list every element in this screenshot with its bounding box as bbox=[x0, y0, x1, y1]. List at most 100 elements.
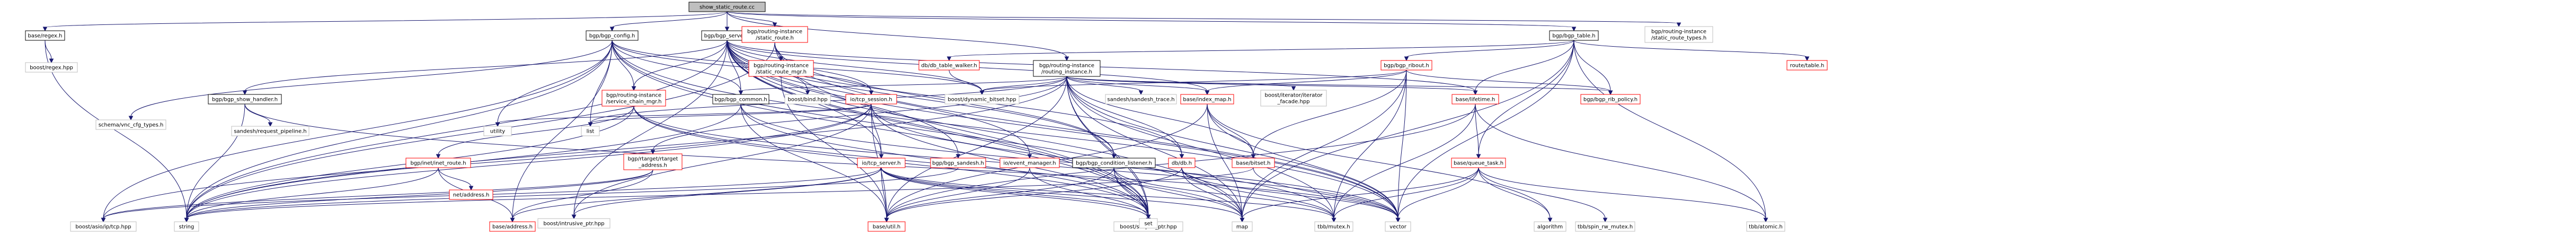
edge-routing_instance_h-to-db_db_h bbox=[1066, 76, 1184, 159]
node-box bbox=[1072, 158, 1156, 168]
node-label: bgp/bgp_server.h bbox=[704, 33, 750, 39]
node-box bbox=[712, 94, 769, 105]
edge-tcp_server_h-to-intrusive_ptr bbox=[571, 167, 882, 220]
node-label: sandesh/sandesh_trace.h bbox=[1107, 97, 1174, 103]
node-box bbox=[586, 30, 639, 41]
node-bgp-table-h[interactable]: bgp/bgp_table.h bbox=[1549, 30, 1599, 41]
edge-bgp_config_h-to-schema_vnc bbox=[128, 40, 613, 121]
node-label: bgp/bgp_sandesh.h bbox=[932, 161, 984, 167]
node-bgp-inet-route-h[interactable]: bgp/inet/inet_route.h bbox=[405, 158, 471, 168]
node-utility: utility bbox=[483, 126, 512, 136]
node-bgp-sandesh-h[interactable]: bgp/bgp_sandesh.h bbox=[930, 158, 986, 168]
node-base-util-h[interactable]: base/util.h bbox=[867, 221, 906, 232]
node-base-regex-h[interactable]: base/regex.h bbox=[25, 30, 65, 41]
edge-base_queue_task_h-to-tbb_mutex bbox=[1331, 167, 1479, 223]
edge-root-to-routing_instance_h bbox=[727, 11, 1069, 62]
node-root[interactable]: show_static_route.cc bbox=[688, 2, 766, 12]
node-static-route-h[interactable]: bgp/routing-instance/static_route.h bbox=[741, 26, 808, 43]
node-label: bgp/routing-instance/static_route_mgr.h bbox=[754, 63, 809, 75]
node-box bbox=[1786, 60, 1828, 71]
node-base-index-map-h[interactable]: base/index_map.h bbox=[1180, 94, 1234, 105]
edge-db_table_walker_h-to-dynamic_bitset bbox=[949, 69, 985, 95]
edge-root-to-bgp_server_h bbox=[724, 12, 730, 32]
edge-tcp_session_h-to-utility bbox=[495, 103, 872, 127]
node-box bbox=[1644, 26, 1713, 43]
edge-base_queue_task_h-to-tbb_atomic bbox=[1478, 167, 1768, 223]
node-intrusive-ptr: boost/intrusive_ptr.hpp bbox=[537, 218, 610, 229]
node-label: base/lifetime.h bbox=[1456, 97, 1495, 103]
node-box bbox=[1451, 94, 1499, 105]
edge-service_chain_mgr_h-to-bgp_inet_route_h bbox=[436, 106, 634, 159]
node-net-address-h[interactable]: net/address.h bbox=[449, 189, 493, 200]
edge-base_queue_task_h-to-algorithm bbox=[1478, 167, 1553, 223]
node-label: base/util.h bbox=[873, 224, 901, 230]
node-bgp-rib-policy-h[interactable]: bgp/bgp_rib_policy.h bbox=[1580, 94, 1641, 105]
node-base-queue-task-h[interactable]: base/queue_task.h bbox=[1451, 158, 1506, 168]
node-service-chain-mgr-h[interactable]: bgp/routing-instance/service_chain_mgr.h bbox=[601, 90, 666, 107]
node-box bbox=[857, 158, 906, 168]
node-boost-bind: boost/bind.hpp bbox=[784, 94, 831, 105]
edge-db_db_h-to-base_util_h bbox=[884, 167, 1182, 223]
node-label: io/tcp_session.h bbox=[850, 97, 892, 103]
node-target-address-h[interactable]: bgp/rtarget/rtarget_address.h bbox=[623, 153, 683, 170]
node-bgp-config-h[interactable]: bgp/bgp_config.h bbox=[586, 30, 639, 41]
node-label: db/db.h bbox=[1172, 161, 1192, 167]
edge-target_address_h-to-string bbox=[184, 169, 653, 223]
node-bgp-condition-listener-h[interactable]: bgp/bgp_condition_listener.h bbox=[1072, 158, 1156, 168]
node-base-address-h[interactable]: base/address.h bbox=[489, 221, 536, 232]
edge-tcp_server_h-to-scoped_ptr bbox=[881, 167, 1151, 223]
node-label: db/db_table_walker.h bbox=[921, 63, 977, 69]
edge-routing_instance_h-to-base_bitset_h bbox=[1066, 76, 1256, 159]
node-base-lifetime-h[interactable]: base/lifetime.h bbox=[1451, 94, 1499, 105]
edge-bgp_common_h-to-vector bbox=[740, 103, 1401, 223]
node-label: bgp/bgp_common.h bbox=[714, 97, 767, 103]
node-label: sandesh/request_pipeline.h bbox=[234, 129, 306, 135]
node-bgp-common-h[interactable]: bgp/bgp_common.h bbox=[712, 94, 769, 105]
edge-base_lifetime_h-to-tbb_atomic bbox=[1475, 103, 1768, 223]
edge-root-to-static_route_h bbox=[727, 11, 777, 28]
node-label: net/address.h bbox=[453, 193, 490, 198]
node-base-bitset-h[interactable]: base/bitset.h bbox=[1232, 158, 1275, 168]
node-box bbox=[1232, 221, 1253, 232]
node-box bbox=[1575, 221, 1635, 232]
node-event-manager-h[interactable]: io/event_manager.h bbox=[999, 158, 1060, 168]
edge-bgp_config_h-to-asio_ip_tcp bbox=[101, 40, 613, 223]
node-box bbox=[1580, 94, 1641, 105]
node-box bbox=[1746, 221, 1785, 232]
edge-base_queue_task_h-to-tbb_spin_rw_mutex bbox=[1478, 167, 1608, 223]
node-tcp-session-h[interactable]: io/tcp_session.h bbox=[845, 94, 897, 105]
node-box bbox=[601, 90, 666, 107]
node-label: base/regex.h bbox=[28, 33, 62, 39]
edge-tcp_session_h-to-list bbox=[588, 103, 872, 127]
node-box bbox=[688, 2, 766, 12]
node-static-route-mgr-h[interactable]: bgp/routing-instance/static_route_mgr.h bbox=[748, 60, 814, 77]
node-box bbox=[405, 158, 471, 168]
edge-bgp_ribout_h-to-base_bitset_h bbox=[1251, 69, 1407, 159]
node-box bbox=[1385, 221, 1411, 232]
edge-root-to-bgp_config_h bbox=[609, 11, 728, 32]
node-db-db-h[interactable]: db/db.h bbox=[1168, 158, 1196, 168]
edge-bgp_server_h-to-service_chain_mgr_h bbox=[631, 40, 728, 91]
node-box bbox=[930, 158, 986, 168]
edge-bgp_ribout_h-to-base_index_map_h bbox=[1205, 69, 1407, 95]
edge-bgp_inet_route_h-to-net_address_h bbox=[438, 167, 474, 191]
node-map: map bbox=[1232, 221, 1253, 232]
node-sandesh-trace: sandesh/sandesh_trace.h bbox=[1105, 94, 1177, 105]
node-box bbox=[1314, 221, 1353, 232]
node-bgp-show-handler-h[interactable]: bgp/bgp_show_handler.h bbox=[208, 94, 282, 105]
node-label: boost/iterator/iterator_facade.hpp bbox=[1265, 93, 1323, 105]
edge-base_index_map_h-to-base_bitset_h bbox=[1207, 103, 1256, 159]
node-box bbox=[25, 30, 65, 41]
node-routing-instance-h[interactable]: bgp/routing-instance/routing_instance.h bbox=[1033, 60, 1101, 77]
edge-tcp_session_h-to-intrusive_ptr bbox=[571, 103, 872, 220]
node-tcp-server-h[interactable]: io/tcp_server.h bbox=[857, 158, 906, 168]
node-boost-iterator-facade: boost/iterator/iterator_facade.hpp bbox=[1260, 90, 1327, 107]
node-box bbox=[70, 221, 137, 232]
edge-bgp_show_handler_h-to-string bbox=[184, 103, 245, 223]
node-sandesh-request-pipeline: sandesh/request_pipeline.h bbox=[231, 126, 309, 136]
node-db-table-walker-h[interactable]: db/db_table_walker.h bbox=[918, 60, 980, 71]
node-bgp-ribout-h[interactable]: bgp/bgp_ribout.h bbox=[1380, 60, 1432, 71]
node-vector: vector bbox=[1385, 221, 1411, 232]
node-route-table-h[interactable]: route/table.h bbox=[1786, 60, 1828, 71]
node-box bbox=[1232, 158, 1275, 168]
